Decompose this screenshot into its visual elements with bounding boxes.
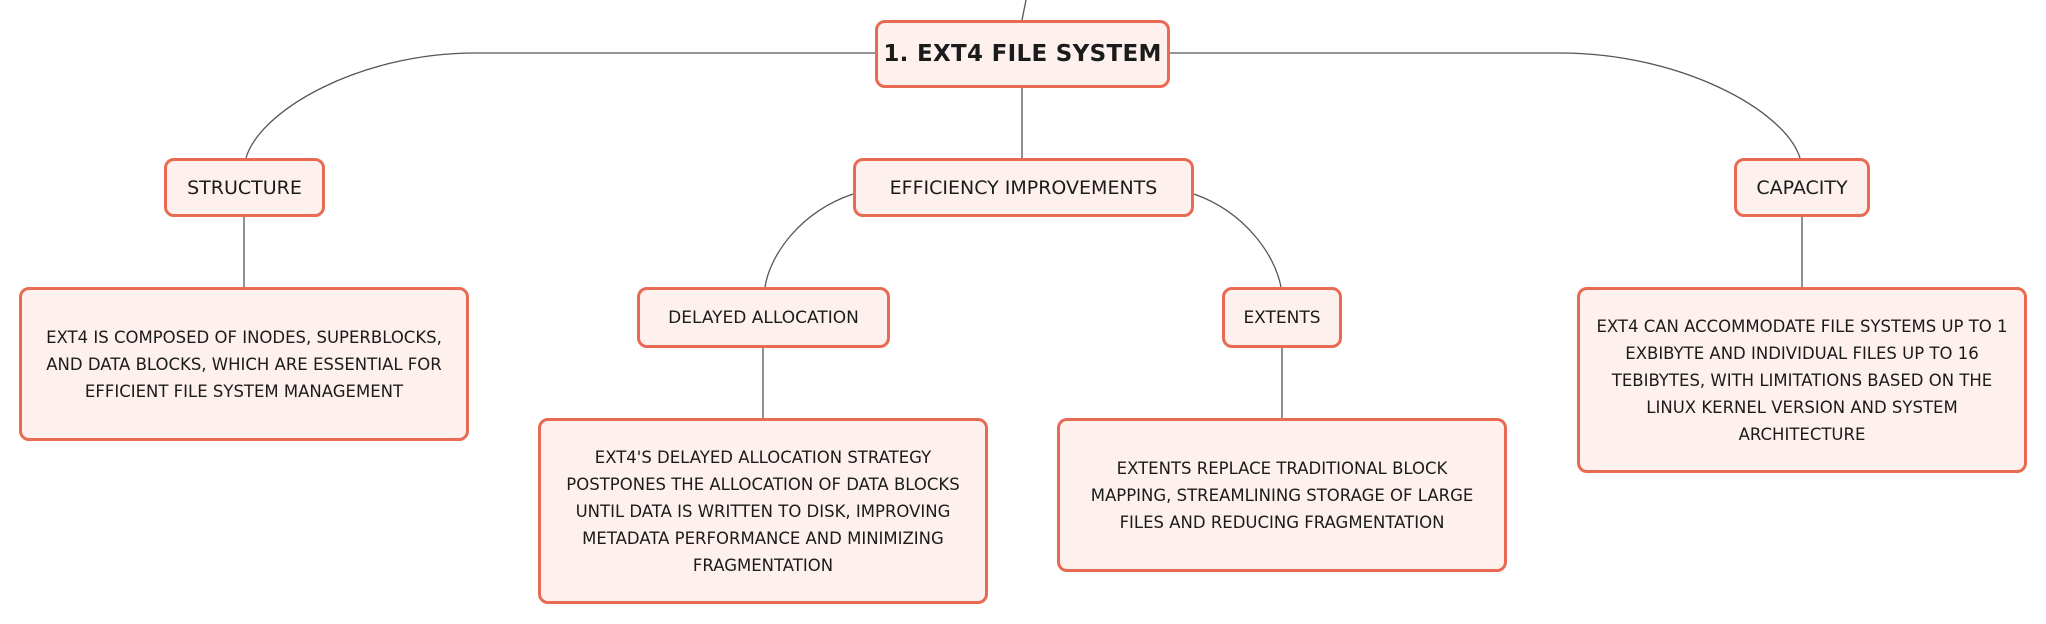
extents-node[interactable]: EXTENTS: [1222, 287, 1342, 348]
extents-node-label: EXTENTS: [1243, 307, 1321, 328]
connector-root-to-capacity: [1170, 52, 1801, 159]
extents-detail-node[interactable]: EXTENTS REPLACE TRADITIONAL BLOCK MAPPIN…: [1057, 418, 1507, 572]
efficiency-improvements-node-label: EFFICIENCY IMPROVEMENTS: [889, 176, 1158, 199]
root-node[interactable]: 1. EXT4 FILE SYSTEM: [875, 20, 1170, 88]
connector-efficiency-to-extents: [1193, 193, 1282, 288]
capacity-detail-text: EXT4 CAN ACCOMMODATE FILE SYSTEMS UP TO …: [1596, 316, 2008, 444]
structure-detail-text: EXT4 IS COMPOSED OF INODES, SUPERBLOCKS,…: [46, 327, 442, 401]
efficiency-improvements-node[interactable]: EFFICIENCY IMPROVEMENTS: [853, 158, 1194, 217]
connector-root-to-structure: [245, 52, 875, 159]
delayed-allocation-node[interactable]: DELAYED ALLOCATION: [637, 287, 890, 348]
capacity-node[interactable]: CAPACITY: [1734, 158, 1870, 217]
structure-node[interactable]: STRUCTURE: [164, 158, 325, 217]
extents-detail-text: EXTENTS REPLACE TRADITIONAL BLOCK MAPPIN…: [1090, 458, 1474, 532]
capacity-node-label: CAPACITY: [1756, 176, 1848, 199]
capacity-detail-node[interactable]: EXT4 CAN ACCOMMODATE FILE SYSTEMS UP TO …: [1577, 287, 2027, 473]
structure-node-label: STRUCTURE: [187, 176, 302, 199]
delayed-allocation-detail-node[interactable]: EXT4'S DELAYED ALLOCATION STRATEGY POSTP…: [538, 418, 988, 604]
delayed-allocation-detail-text: EXT4'S DELAYED ALLOCATION STRATEGY POSTP…: [566, 447, 960, 575]
structure-detail-node[interactable]: EXT4 IS COMPOSED OF INODES, SUPERBLOCKS,…: [19, 287, 469, 441]
delayed-allocation-node-label: DELAYED ALLOCATION: [668, 307, 859, 328]
root-node-label: 1. EXT4 FILE SYSTEM: [883, 41, 1162, 67]
connector-parent-to-root: [1021, 0, 1027, 21]
connector-efficiency-to-delayed: [764, 193, 854, 288]
